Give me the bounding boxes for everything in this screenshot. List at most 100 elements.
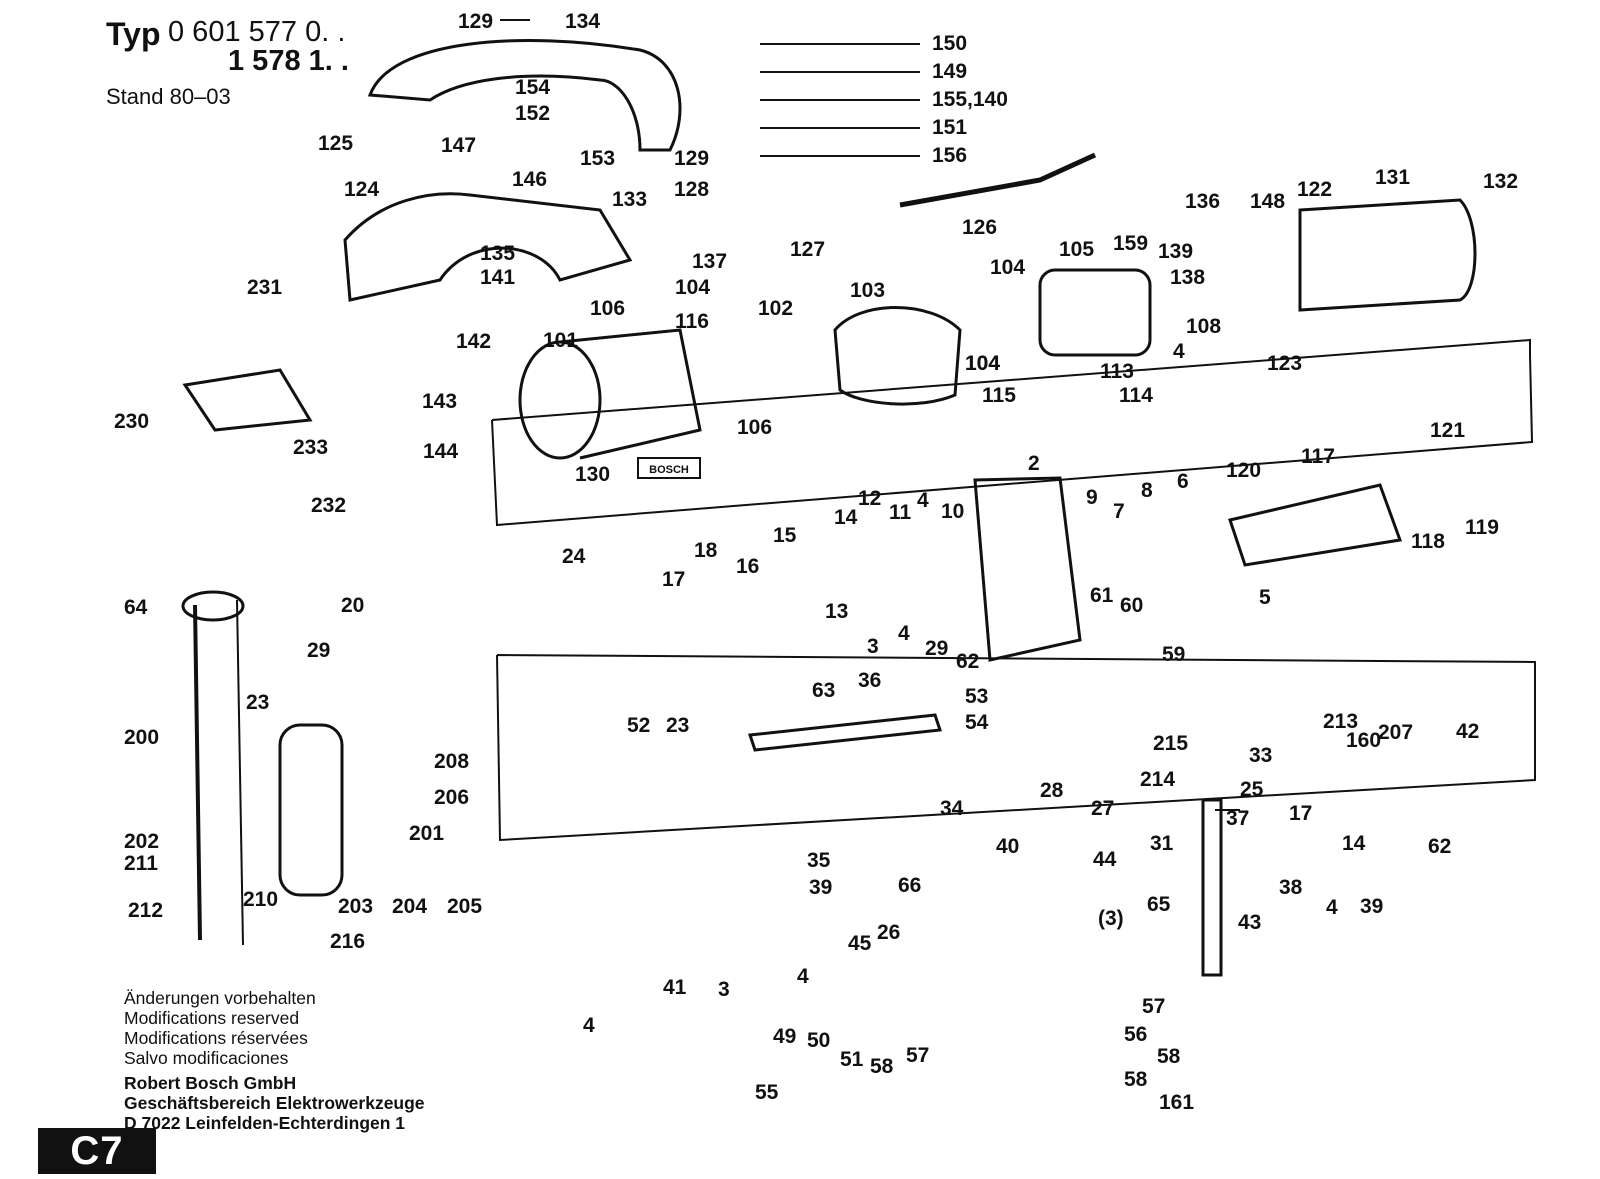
part-label: 55	[755, 1081, 779, 1104]
part-label: 117	[1301, 445, 1335, 468]
part-label: 50	[807, 1029, 830, 1052]
part-label: 152	[515, 102, 550, 125]
part-label: 45	[848, 932, 872, 955]
plunger-part	[1201, 798, 1223, 977]
part-label: 14	[834, 506, 858, 529]
part-label: 205	[447, 895, 482, 918]
part-label: 124	[344, 178, 379, 201]
part-label: 106	[737, 416, 772, 439]
part-label: 120	[1226, 459, 1261, 482]
part-label: 139	[1158, 240, 1193, 263]
part-label: 24	[562, 545, 586, 568]
part-label: 31	[1150, 832, 1174, 855]
part-label: 146	[512, 168, 547, 191]
part-label: 147	[441, 134, 476, 157]
part-label: 58	[870, 1055, 894, 1078]
part-label: 122	[1297, 178, 1332, 201]
part-label: 215	[1153, 732, 1188, 755]
part-label: 57	[906, 1044, 929, 1067]
part-label: 10	[941, 500, 964, 523]
part-label: 35	[807, 849, 831, 872]
part-label: 17	[662, 568, 685, 591]
company-name: Robert Bosch GmbH	[124, 1073, 297, 1093]
part-label: 59	[1162, 643, 1185, 666]
part-label: 132	[1483, 170, 1518, 193]
note-en: Modifications reserved	[124, 1008, 300, 1028]
part-label: 203	[338, 895, 373, 918]
motor-assembly-frame	[491, 338, 1531, 421]
company-city: D 7022 Leinfelden-Echterdingen 1	[124, 1113, 406, 1133]
cover-part	[1298, 198, 1477, 312]
part-label: 231	[247, 276, 282, 299]
part-label: 155,140	[932, 88, 1008, 111]
gearbox-assembly-frame	[496, 654, 1536, 842]
part-label: 66	[898, 874, 921, 897]
part-label: 159	[1113, 232, 1148, 255]
part-label: 43	[1238, 911, 1261, 934]
part-label: 128	[674, 178, 709, 201]
part-label: 121	[1430, 419, 1465, 442]
part-label: 208	[434, 750, 469, 773]
part-label: 200	[124, 726, 159, 749]
part-label: 104	[965, 352, 1000, 375]
part-label: 36	[858, 669, 881, 692]
part-label: 2	[1028, 452, 1040, 475]
part-label: 210	[243, 888, 278, 911]
handle-part	[367, 39, 682, 152]
part-label: 113	[1100, 360, 1134, 383]
part-label: 49	[773, 1025, 796, 1048]
part-label: 42	[1456, 720, 1479, 743]
part-label: 64	[124, 596, 148, 619]
part-label: 148	[1250, 190, 1285, 213]
part-label: 207	[1378, 721, 1413, 744]
part-label: 40	[996, 835, 1019, 858]
page-code: C7	[38, 1128, 156, 1174]
part-label: 150	[932, 32, 967, 55]
bosch-brand-plate: BOSCH	[637, 457, 701, 479]
part-label: 9	[1086, 486, 1098, 509]
part-label: 156	[932, 144, 967, 167]
part-label: 138	[1170, 266, 1205, 289]
part-label: 15	[773, 524, 797, 547]
part-label: 143	[422, 390, 457, 413]
part-label: 135	[480, 242, 515, 265]
part-label: 58	[1124, 1068, 1148, 1091]
part-label: 23	[246, 691, 269, 714]
part-label: 104	[965, 352, 1000, 375]
part-label: 12	[858, 487, 881, 510]
part-label: 62	[956, 650, 979, 673]
part-label: 4	[898, 622, 910, 645]
part-label: 160	[1346, 729, 1381, 752]
part-label: 232	[311, 494, 346, 517]
note-fr: Modifications réservées	[124, 1028, 308, 1048]
stator-part	[833, 306, 962, 406]
part-label: 130	[575, 463, 610, 486]
part-label: 129	[458, 10, 493, 33]
part-label: 106	[590, 297, 625, 320]
part-label: 65	[1147, 893, 1171, 916]
part-label: 4	[917, 489, 929, 512]
part-label: 51	[840, 1048, 864, 1071]
company-address: Robert Bosch GmbH Geschäftsbereich Elekt…	[124, 1073, 425, 1133]
part-label: 142	[456, 330, 491, 353]
part-label: 204	[392, 895, 427, 918]
part-label: 214	[1140, 768, 1175, 791]
gear-housing-part	[973, 476, 1082, 662]
part-label: 54	[965, 711, 989, 734]
part-label: 62	[1428, 835, 1451, 858]
part-label: 39	[1360, 895, 1383, 918]
part-label: 7	[1113, 500, 1125, 523]
part-label: 114	[1119, 384, 1153, 407]
motor-housing-part	[518, 340, 602, 460]
part-label: 63	[812, 679, 835, 702]
part-label: 212	[128, 899, 163, 922]
note-es: Salvo modificaciones	[124, 1048, 289, 1068]
part-label: 103	[850, 279, 885, 302]
part-label: 102	[758, 297, 793, 320]
modification-notes: Änderungen vorbehalten Modifications res…	[124, 988, 316, 1068]
type-label: Typ	[106, 16, 161, 52]
part-label: 28	[1040, 779, 1064, 802]
cylinder-part	[278, 723, 344, 897]
